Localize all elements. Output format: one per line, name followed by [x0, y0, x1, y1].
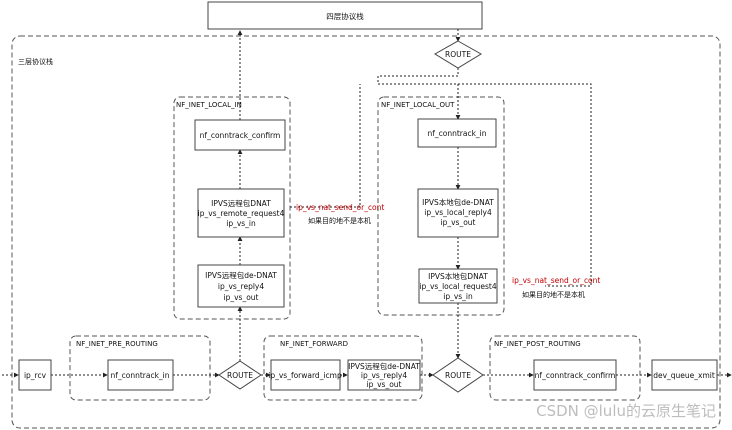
- group-local-out: [377, 96, 505, 316]
- node-ipvs-forward-de-dnat-line3: ip_vs_out: [367, 380, 402, 389]
- node-ipvs-remote-dnat-line2: ip_vs_remote_request4: [198, 209, 285, 218]
- edge-nat-send-up: [290, 84, 361, 208]
- edge-label-note-1: 如果目的地不是本机: [308, 216, 371, 225]
- node-ipvs-remote-dnat-line3: ip_vs_in: [226, 219, 256, 228]
- node-forward-icmp: [270, 359, 341, 391]
- group-local-out-label: NF_INET_LOCAL_OUT: [381, 101, 455, 109]
- edge-label-nat-send-1: ip_vs_nat_send_or_cont: [296, 203, 384, 212]
- group-forward: [263, 335, 423, 401]
- node-dev-queue-xmit: [651, 359, 718, 391]
- group-local-in: [173, 96, 291, 320]
- route-pre-diamond: [218, 360, 262, 390]
- node-ipvs-remote-de-dnat-line3: ip_vs_out: [224, 293, 259, 302]
- node-ipvs-local-dnat-line1: IPVS本地包DNAT: [428, 271, 488, 281]
- node-ipvs-local-dnat-line2: ip_vs_local_request4: [419, 282, 496, 291]
- group-pre-routing: [69, 335, 211, 401]
- layer3-label: 三层协议栈: [18, 57, 53, 66]
- node-ipvs-remote-de-dnat-line2: ip_vs_reply4: [218, 282, 265, 291]
- node-ipvs-local-de-dnat-line3: ip_vs_out: [441, 218, 476, 227]
- route-top-diamond: [434, 40, 482, 69]
- route-pre-label: ROUTE: [227, 371, 253, 380]
- route-top-label: ROUTE: [445, 50, 471, 59]
- edge-label-nat-send-2: ip_vs_nat_send_or_cont: [512, 276, 600, 285]
- layer3-container: [11, 35, 721, 429]
- route-post-label: ROUTE: [445, 371, 471, 380]
- edge-label-note-2: 如果目的地不是本机: [522, 290, 585, 299]
- watermark: CSDN @lulu的云原生笔记: [536, 402, 716, 420]
- layer4-box: [207, 1, 483, 30]
- group-forward-label: NF_INET_FORWARD: [280, 340, 348, 348]
- edge-route-loop: [377, 68, 592, 287]
- node-ipvs-forward-de-dnat: [347, 359, 421, 391]
- node-ipvs-local-de-dnat: [417, 188, 499, 238]
- node-ipvs-local-dnat-line3: ip_vs_in: [443, 292, 473, 301]
- node-ipvs-remote-dnat: [197, 188, 285, 238]
- node-ip-rcv: [18, 359, 52, 391]
- node-ipvs-forward-de-dnat-line1: IPVS远程包de-DNAT: [348, 361, 420, 371]
- node-ip-rcv-label: ip_rcv: [24, 371, 47, 380]
- node-dev-queue-xmit-label: dev_queue_xmit: [653, 371, 715, 380]
- node-conntrack-in-out: [417, 118, 497, 148]
- node-conntrack-in-pre: [107, 359, 174, 391]
- node-forward-icmp-label: ip_vs_forward_icmp: [268, 371, 342, 380]
- node-ipvs-local-de-dnat-line2: ip_vs_local_reply4: [424, 208, 492, 217]
- node-conntrack-in-pre-label: nf_conntrack_in: [110, 371, 169, 380]
- node-conntrack-confirm-post: [533, 359, 617, 391]
- node-conntrack-in-out-label: nf_conntrack_in: [427, 129, 486, 138]
- node-ipvs-local-de-dnat-line1: IPVS本地包de-DNAT: [422, 197, 494, 207]
- group-post-routing: [489, 335, 641, 401]
- node-conntrack-confirm-in-label: nf_conntrack_confirm: [200, 131, 281, 140]
- group-post-routing-label: NF_INET_POST_ROUTING: [494, 340, 581, 348]
- node-ipvs-local-dnat: [418, 268, 498, 304]
- node-ipvs-remote-de-dnat: [197, 264, 285, 308]
- node-conntrack-confirm-post-label: nf_conntrack_confirm: [535, 371, 616, 380]
- group-pre-routing-label: NF_INET_PRE_ROUTING: [76, 340, 158, 348]
- group-local-in-label: NF_INET_LOCAL_IN: [176, 101, 242, 109]
- node-ipvs-remote-dnat-line1: IPVS远程包DNAT: [211, 198, 271, 208]
- layer4-label: 四层协议栈: [326, 11, 364, 21]
- node-ipvs-remote-de-dnat-line1: IPVS远程包de-DNAT: [205, 270, 277, 280]
- route-post-diamond: [432, 357, 484, 393]
- node-conntrack-confirm-in: [194, 119, 286, 151]
- node-ipvs-forward-de-dnat-line2: ip_vs_reply4: [361, 371, 408, 380]
